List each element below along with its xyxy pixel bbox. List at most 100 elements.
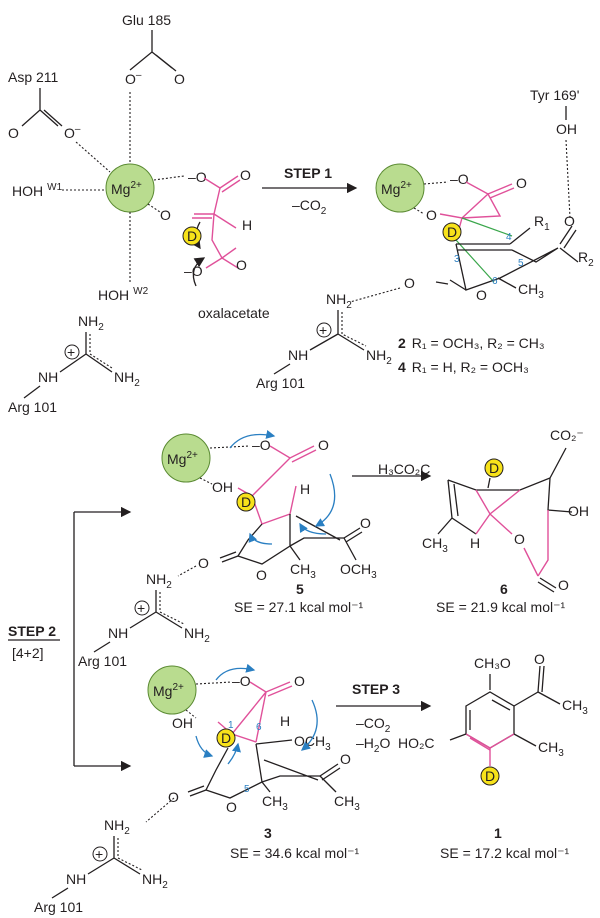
atom-num-3: 3 — [454, 254, 460, 265]
atom-num-5: 5 — [518, 258, 524, 269]
asp-carbonyl-o-label: O — [8, 125, 19, 141]
tyr169-label: Tyr 169' — [530, 87, 579, 103]
p3-och3: OCH3 — [294, 733, 331, 753]
p3-ring-o: O — [226, 799, 237, 815]
step3-label: STEP 3 — [352, 681, 400, 697]
arg2-nh: NH — [288, 347, 308, 363]
arg2-nh2-top: NH2 — [326, 291, 352, 311]
p3-lactone-o: O — [168, 789, 179, 805]
oxalacetate-label: oxalacetate — [198, 305, 270, 321]
arg3-label: Arg 101 — [34, 899, 83, 915]
deuterium-label-5: D — [241, 494, 251, 510]
p2-r1: R1 — [534, 213, 550, 233]
mg-ion-circle-2 — [375, 163, 425, 213]
mg-ion-circle-5 — [161, 433, 211, 483]
atom-num-6b: 6 — [256, 722, 262, 733]
p5-och3: OCH3 — [340, 561, 377, 581]
compound-1-se: SE = 17.2 kcal mol⁻¹ — [440, 845, 570, 861]
oxal-o-minus-2: –O — [184, 263, 203, 279]
deuterium-label-1: D — [187, 228, 197, 244]
arg1-nh: NH — [38, 369, 58, 385]
deuterium-label-3: D — [221, 730, 231, 746]
oxal-carbonyl-o-2: O — [236, 257, 247, 273]
compound-5-se: SE = 27.1 kcal mol⁻¹ — [234, 599, 364, 615]
arg1-nh2-top: NH2 — [78, 313, 104, 333]
panel-compound-1: CH₃O O CH3 CH3 HO₂C D 1 SE = 17.2 kcal m… — [398, 651, 588, 861]
glu185-label: Glu 185 — [122, 12, 171, 28]
oxal-o-minus-1: –O — [188, 169, 207, 185]
p2-ketone-o: O — [564, 213, 575, 229]
atom-num-5b: 5 — [244, 784, 250, 795]
arg1-plus-circle — [64, 344, 80, 360]
panel-compound-5: Mg2+ –O O OH H D O OCH3 CH3 O O NH2 + NH… — [78, 430, 377, 669]
arg2-plus-circle — [316, 322, 332, 338]
compound-3-number: 3 — [264, 825, 272, 841]
p5-ester-o: O — [360, 515, 371, 531]
compound-6-number: 6 — [500, 581, 508, 597]
mg-ion-circle-3 — [147, 665, 197, 715]
arg1-nh2-right: NH2 — [114, 369, 140, 389]
p1-ch3: CH3 — [538, 739, 564, 759]
deuterium-marker-5 — [236, 492, 256, 512]
p6-h3co2c: H₃CO₂C — [378, 461, 430, 477]
p1-ho2c: HO₂C — [398, 735, 435, 751]
p3-ch3-acetyl: CH3 — [334, 793, 360, 813]
p3-ketone-o: O — [340, 751, 351, 767]
arg5-plus-circle — [134, 600, 150, 616]
mg-label-3: Mg2+ — [153, 682, 184, 699]
atom-num-4: 4 — [506, 232, 512, 243]
compound-5-number: 5 — [296, 581, 304, 597]
p1-ketone-o: O — [534, 651, 545, 667]
arg3-plus-circle — [92, 846, 108, 862]
mg-label-2: Mg2+ — [381, 180, 412, 197]
compound-6-se: SE = 21.9 kcal mol⁻¹ — [436, 599, 566, 615]
p6-h: H — [470, 535, 480, 551]
panel-compound-3: Mg2+ –O O OH H D OCH3 O CH3 CH3 O O 1 6 … — [34, 663, 360, 915]
arg3-nh2-right: NH2 — [142, 871, 168, 891]
p1-ch3o: CH₃O — [474, 655, 511, 671]
p5-lactone-o: O — [198, 555, 209, 571]
p5-carbonyl-o: O — [318, 437, 329, 453]
p6-ch3: CH3 — [422, 535, 448, 555]
p2-enol-o: O — [426, 207, 437, 223]
step2-sub: [4+2] — [12, 645, 44, 661]
arg2-plus: + — [319, 322, 327, 338]
p5-ring-o: O — [256, 567, 267, 583]
step1-arrow-group: STEP 1 –CO2 — [262, 165, 358, 217]
step1-label: STEP 1 — [284, 165, 332, 181]
p2-ring-o: O — [476, 287, 487, 303]
arg5-plus: + — [137, 600, 145, 616]
p3-h: H — [280, 713, 290, 729]
arg5-nh: NH — [108, 625, 128, 641]
mg-label-1: Mg2+ — [111, 180, 142, 197]
p6-carbonyl-o: O — [558, 577, 569, 593]
arg5-nh2-top: NH2 — [146, 571, 172, 591]
step2-label: STEP 2 — [8, 623, 56, 639]
p3-carbonyl-o: O — [294, 673, 305, 689]
step3-h2o-loss: –H2O — [356, 735, 390, 755]
p2-ch3: CH3 — [518, 281, 544, 301]
p2-o-minus: –O — [450, 171, 469, 187]
arg1-plus: + — [67, 344, 75, 360]
glu-oxygen-label: O– — [125, 70, 142, 87]
deuterium-label-1b: D — [485, 768, 495, 784]
p3-ch3: CH3 — [262, 793, 288, 813]
deuterium-marker-6 — [484, 458, 504, 478]
arg5-label: Arg 101 — [78, 653, 127, 669]
atom-num-6: 6 — [492, 276, 498, 287]
atom-num-1: 1 — [228, 720, 234, 731]
deuterium-marker-1b — [480, 766, 500, 786]
arg2-nh2-right: NH2 — [366, 347, 392, 367]
p6-oh: OH — [568, 503, 589, 519]
arg3-plus: + — [95, 846, 103, 862]
step2-branch-group: STEP 2 [4+2] — [8, 506, 132, 772]
compound-1-number: 1 — [494, 825, 502, 841]
glu-carbonyl-o-label: O — [174, 71, 185, 87]
asp211-label: Asp 211 — [8, 69, 59, 85]
